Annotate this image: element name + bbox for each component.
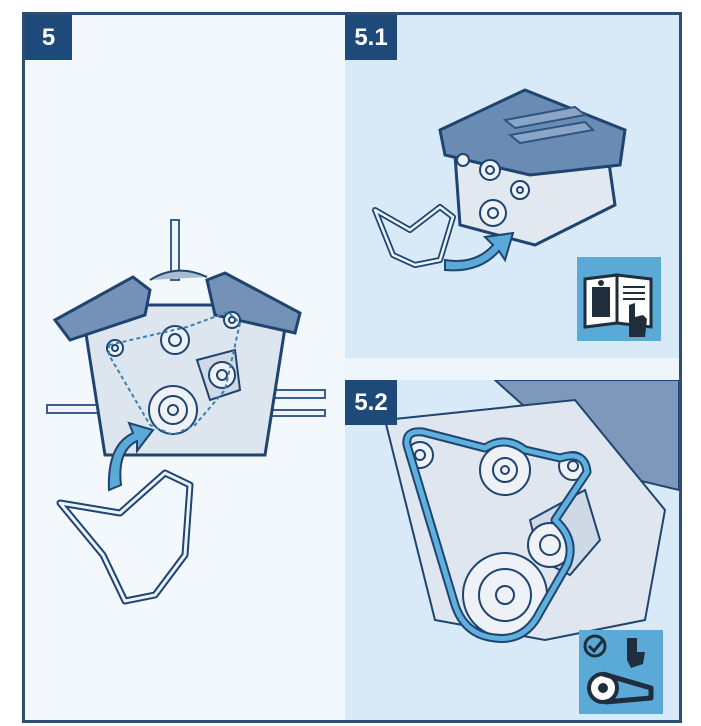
step-5-badge: 5 [25, 15, 72, 60]
step-5-panel [25, 15, 345, 720]
step-5-2-badge: 5.2 [345, 380, 397, 425]
step-5-1-badge: 5.1 [345, 15, 397, 60]
removal-arrow [445, 233, 513, 270]
panel-gutter [345, 358, 679, 380]
manual-info-icon [577, 257, 661, 341]
belt-routing-illustration [25, 15, 345, 720]
loose-belt [60, 473, 190, 601]
check-tension-icon [579, 630, 663, 714]
